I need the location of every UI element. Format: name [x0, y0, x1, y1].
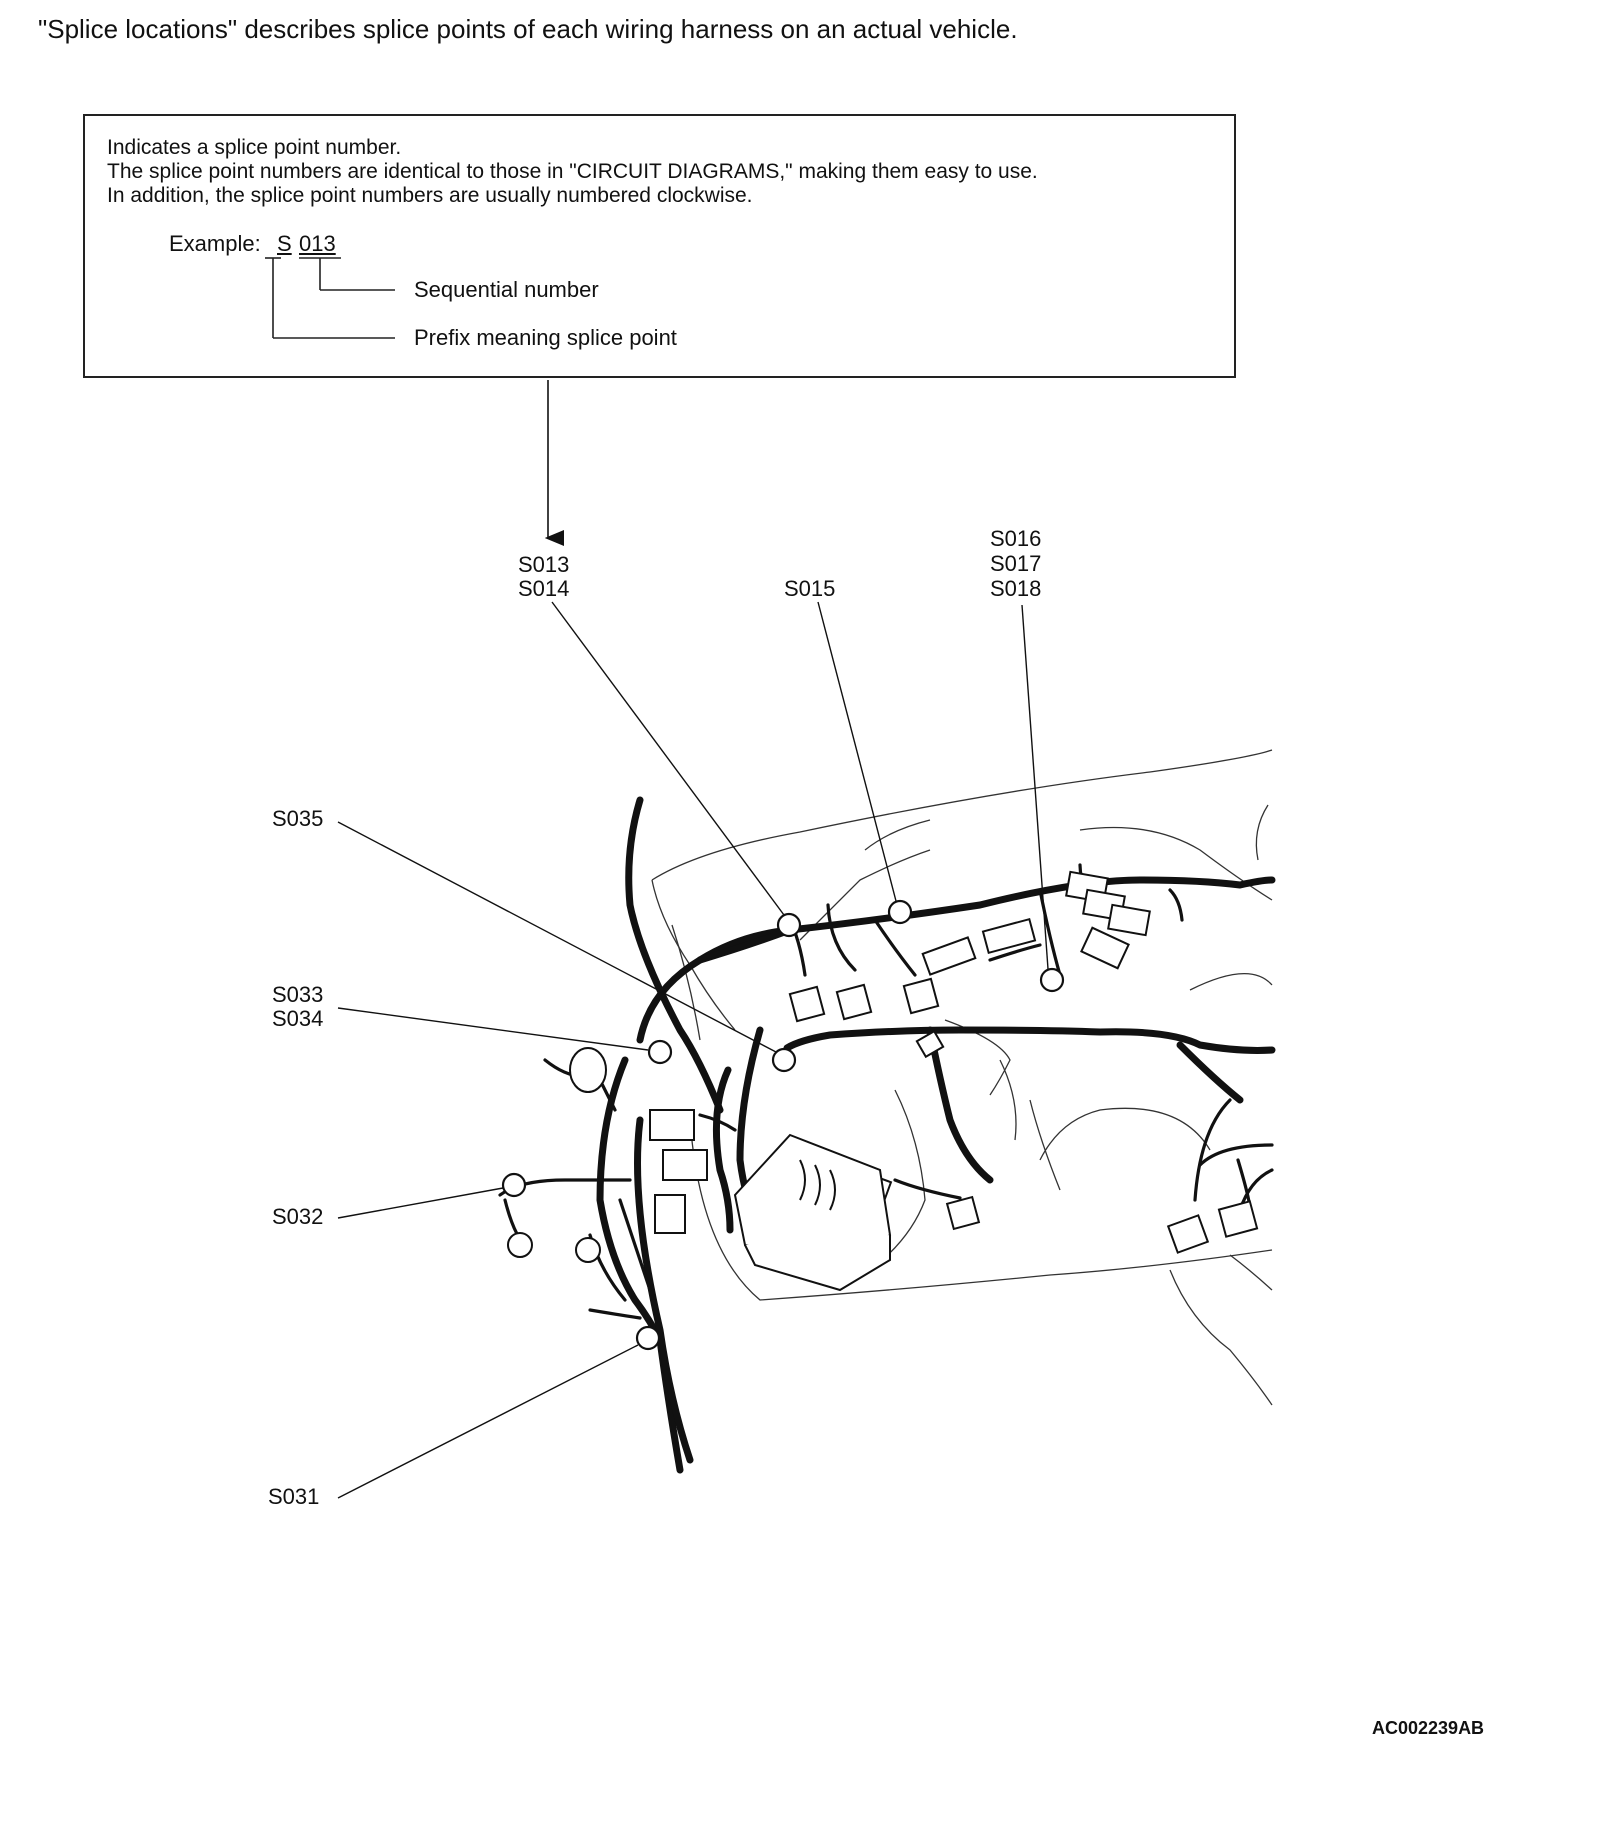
- splice-point-s031: [635, 1325, 661, 1351]
- body-outline: [651, 749, 1273, 1406]
- label-s013: S013: [518, 552, 570, 577]
- label-s016: S016: [990, 526, 1042, 551]
- sequential-number-label: Sequential number: [414, 277, 599, 302]
- info-line-2: The splice point numbers are identical t…: [107, 160, 1038, 183]
- main-harness: [596, 796, 1276, 1474]
- splice-point-s015: [887, 899, 913, 925]
- splice-point-s013-s014: [776, 912, 802, 938]
- label-s035: S035: [272, 806, 324, 831]
- junction-block: [733, 1133, 892, 1292]
- info-box: Indicates a splice point number. The spl…: [83, 114, 1236, 378]
- info-line-1: Indicates a splice point number.: [107, 136, 402, 159]
- example-bracket-lines: [265, 257, 395, 339]
- label-s015: S015: [784, 576, 836, 601]
- example-number: 013: [299, 231, 336, 256]
- prefix-label: Prefix meaning splice point: [414, 325, 677, 350]
- page-heading: "Splice locations" describes splice poin…: [38, 14, 1018, 44]
- document-code: AC002239AB: [1372, 1718, 1485, 1738]
- label-s018: S018: [990, 576, 1042, 601]
- splice-point-s033-s034: [647, 1039, 673, 1065]
- label-s031: S031: [268, 1484, 320, 1509]
- splice-point-s016-s018: [1039, 967, 1065, 993]
- info-line-3: In addition, the splice point numbers ar…: [107, 184, 753, 207]
- label-s034: S034: [272, 1006, 324, 1031]
- label-s014: S014: [518, 576, 570, 601]
- label-s032: S032: [272, 1204, 324, 1229]
- example-label: Example:: [169, 231, 261, 256]
- splice-points: [501, 899, 1065, 1351]
- label-s033: S033: [272, 982, 324, 1007]
- label-s017: S017: [990, 551, 1042, 576]
- splice-point-s035: [771, 1047, 797, 1073]
- splice-point-s032: [501, 1172, 527, 1198]
- leader-lines: [337, 601, 1049, 1499]
- example-prefix: S: [277, 231, 292, 256]
